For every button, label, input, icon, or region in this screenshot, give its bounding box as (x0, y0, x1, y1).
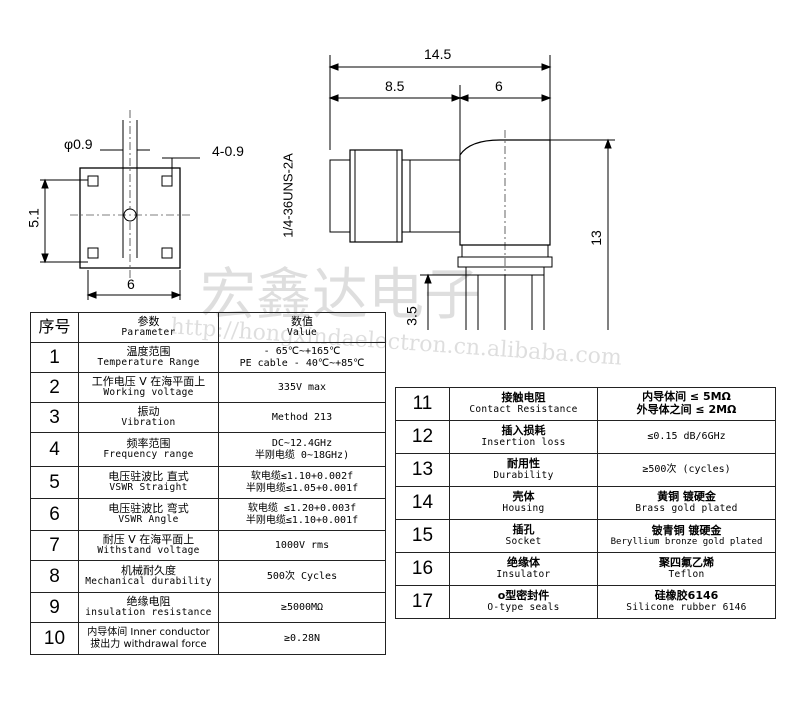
dim-head-width: 6 (495, 78, 503, 94)
row-num: 16 (395, 552, 450, 586)
row-num: 6 (30, 498, 79, 531)
row-value: ≥500次 (cycles) (597, 453, 776, 487)
row-num: 12 (395, 420, 450, 454)
row-num: 9 (30, 592, 79, 623)
row-num: 11 (395, 387, 450, 421)
header-num: 序号 (30, 312, 79, 343)
row-num: 10 (30, 622, 79, 655)
front-view (40, 110, 200, 300)
thread-label: 1/4-36UNS-2A (280, 153, 296, 238)
row-value: 1000V rms (218, 530, 386, 561)
dim-total-width: 14.5 (424, 46, 452, 62)
row-num: 3 (30, 402, 79, 433)
row-num: 13 (395, 453, 450, 487)
dim-total-height: 13 (587, 230, 604, 246)
dim-front-width: 6 (127, 276, 135, 292)
side-view (328, 55, 620, 360)
row-value: 500次 Cycles (218, 560, 386, 593)
row-value: ≥0.28N (218, 622, 386, 655)
row-num: 17 (395, 585, 450, 619)
row-num: 8 (30, 560, 79, 593)
row-value: Method 213 (218, 402, 386, 433)
row-num: 2 (30, 372, 79, 403)
row-num: 1 (30, 342, 79, 373)
dim-body-width: 8.5 (385, 78, 405, 94)
dim-pin-length: 3.5 (403, 306, 420, 326)
dim-front-height: 5.1 (25, 208, 42, 228)
row-num: 14 (395, 486, 450, 520)
technical-drawing: 14.5 8.5 6 1/4-36UNS-2A 13 3.5 φ0.9 4-0.… (0, 0, 790, 360)
dim-pin-diameter: φ0.9 (64, 136, 93, 152)
row-value: ≥5000MΩ (218, 592, 386, 623)
row-num: 5 (30, 466, 79, 499)
row-value: ≤0.15 dB/6GHz (597, 420, 776, 454)
row-num: 15 (395, 519, 450, 553)
row-num: 7 (30, 530, 79, 561)
connector-drawing-svg (40, 55, 620, 360)
row-value: 335V max (218, 372, 386, 403)
dim-mount-pins: 4-0.9 (212, 143, 244, 159)
row-num: 4 (30, 432, 79, 467)
